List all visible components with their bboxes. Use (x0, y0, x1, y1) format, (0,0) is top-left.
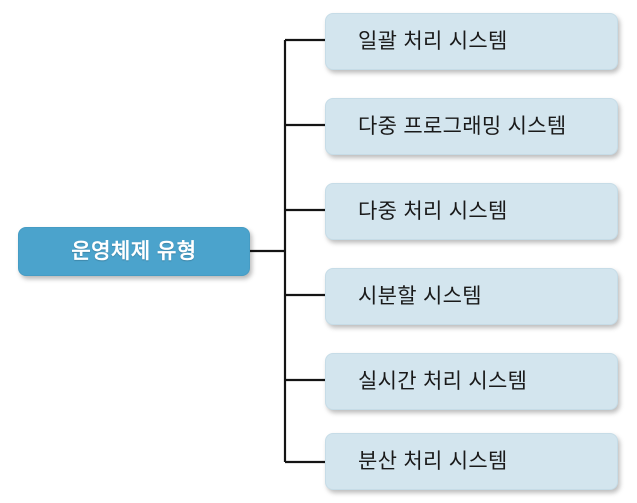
child-node-4[interactable]: 시분할 시스템 (325, 268, 618, 325)
child-node-6[interactable]: 분산 처리 시스템 (325, 433, 618, 490)
child-node-1[interactable]: 일괄 처리 시스템 (325, 13, 618, 70)
child-node-4-label: 시분할 시스템 (358, 285, 482, 308)
root-node[interactable]: 운영체제 유형 (18, 227, 250, 276)
child-node-2[interactable]: 다중 프로그래밍 시스템 (325, 98, 618, 155)
child-node-3-label: 다중 처리 시스템 (358, 200, 508, 223)
child-node-1-label: 일괄 처리 시스템 (358, 30, 508, 53)
child-node-5[interactable]: 실시간 처리 시스템 (325, 353, 618, 410)
child-node-5-label: 실시간 처리 시스템 (358, 370, 528, 393)
root-node-label: 운영체제 유형 (71, 240, 197, 263)
child-node-3[interactable]: 다중 처리 시스템 (325, 183, 618, 240)
child-node-6-label: 분산 처리 시스템 (358, 450, 508, 473)
child-node-2-label: 다중 프로그래밍 시스템 (358, 115, 567, 138)
